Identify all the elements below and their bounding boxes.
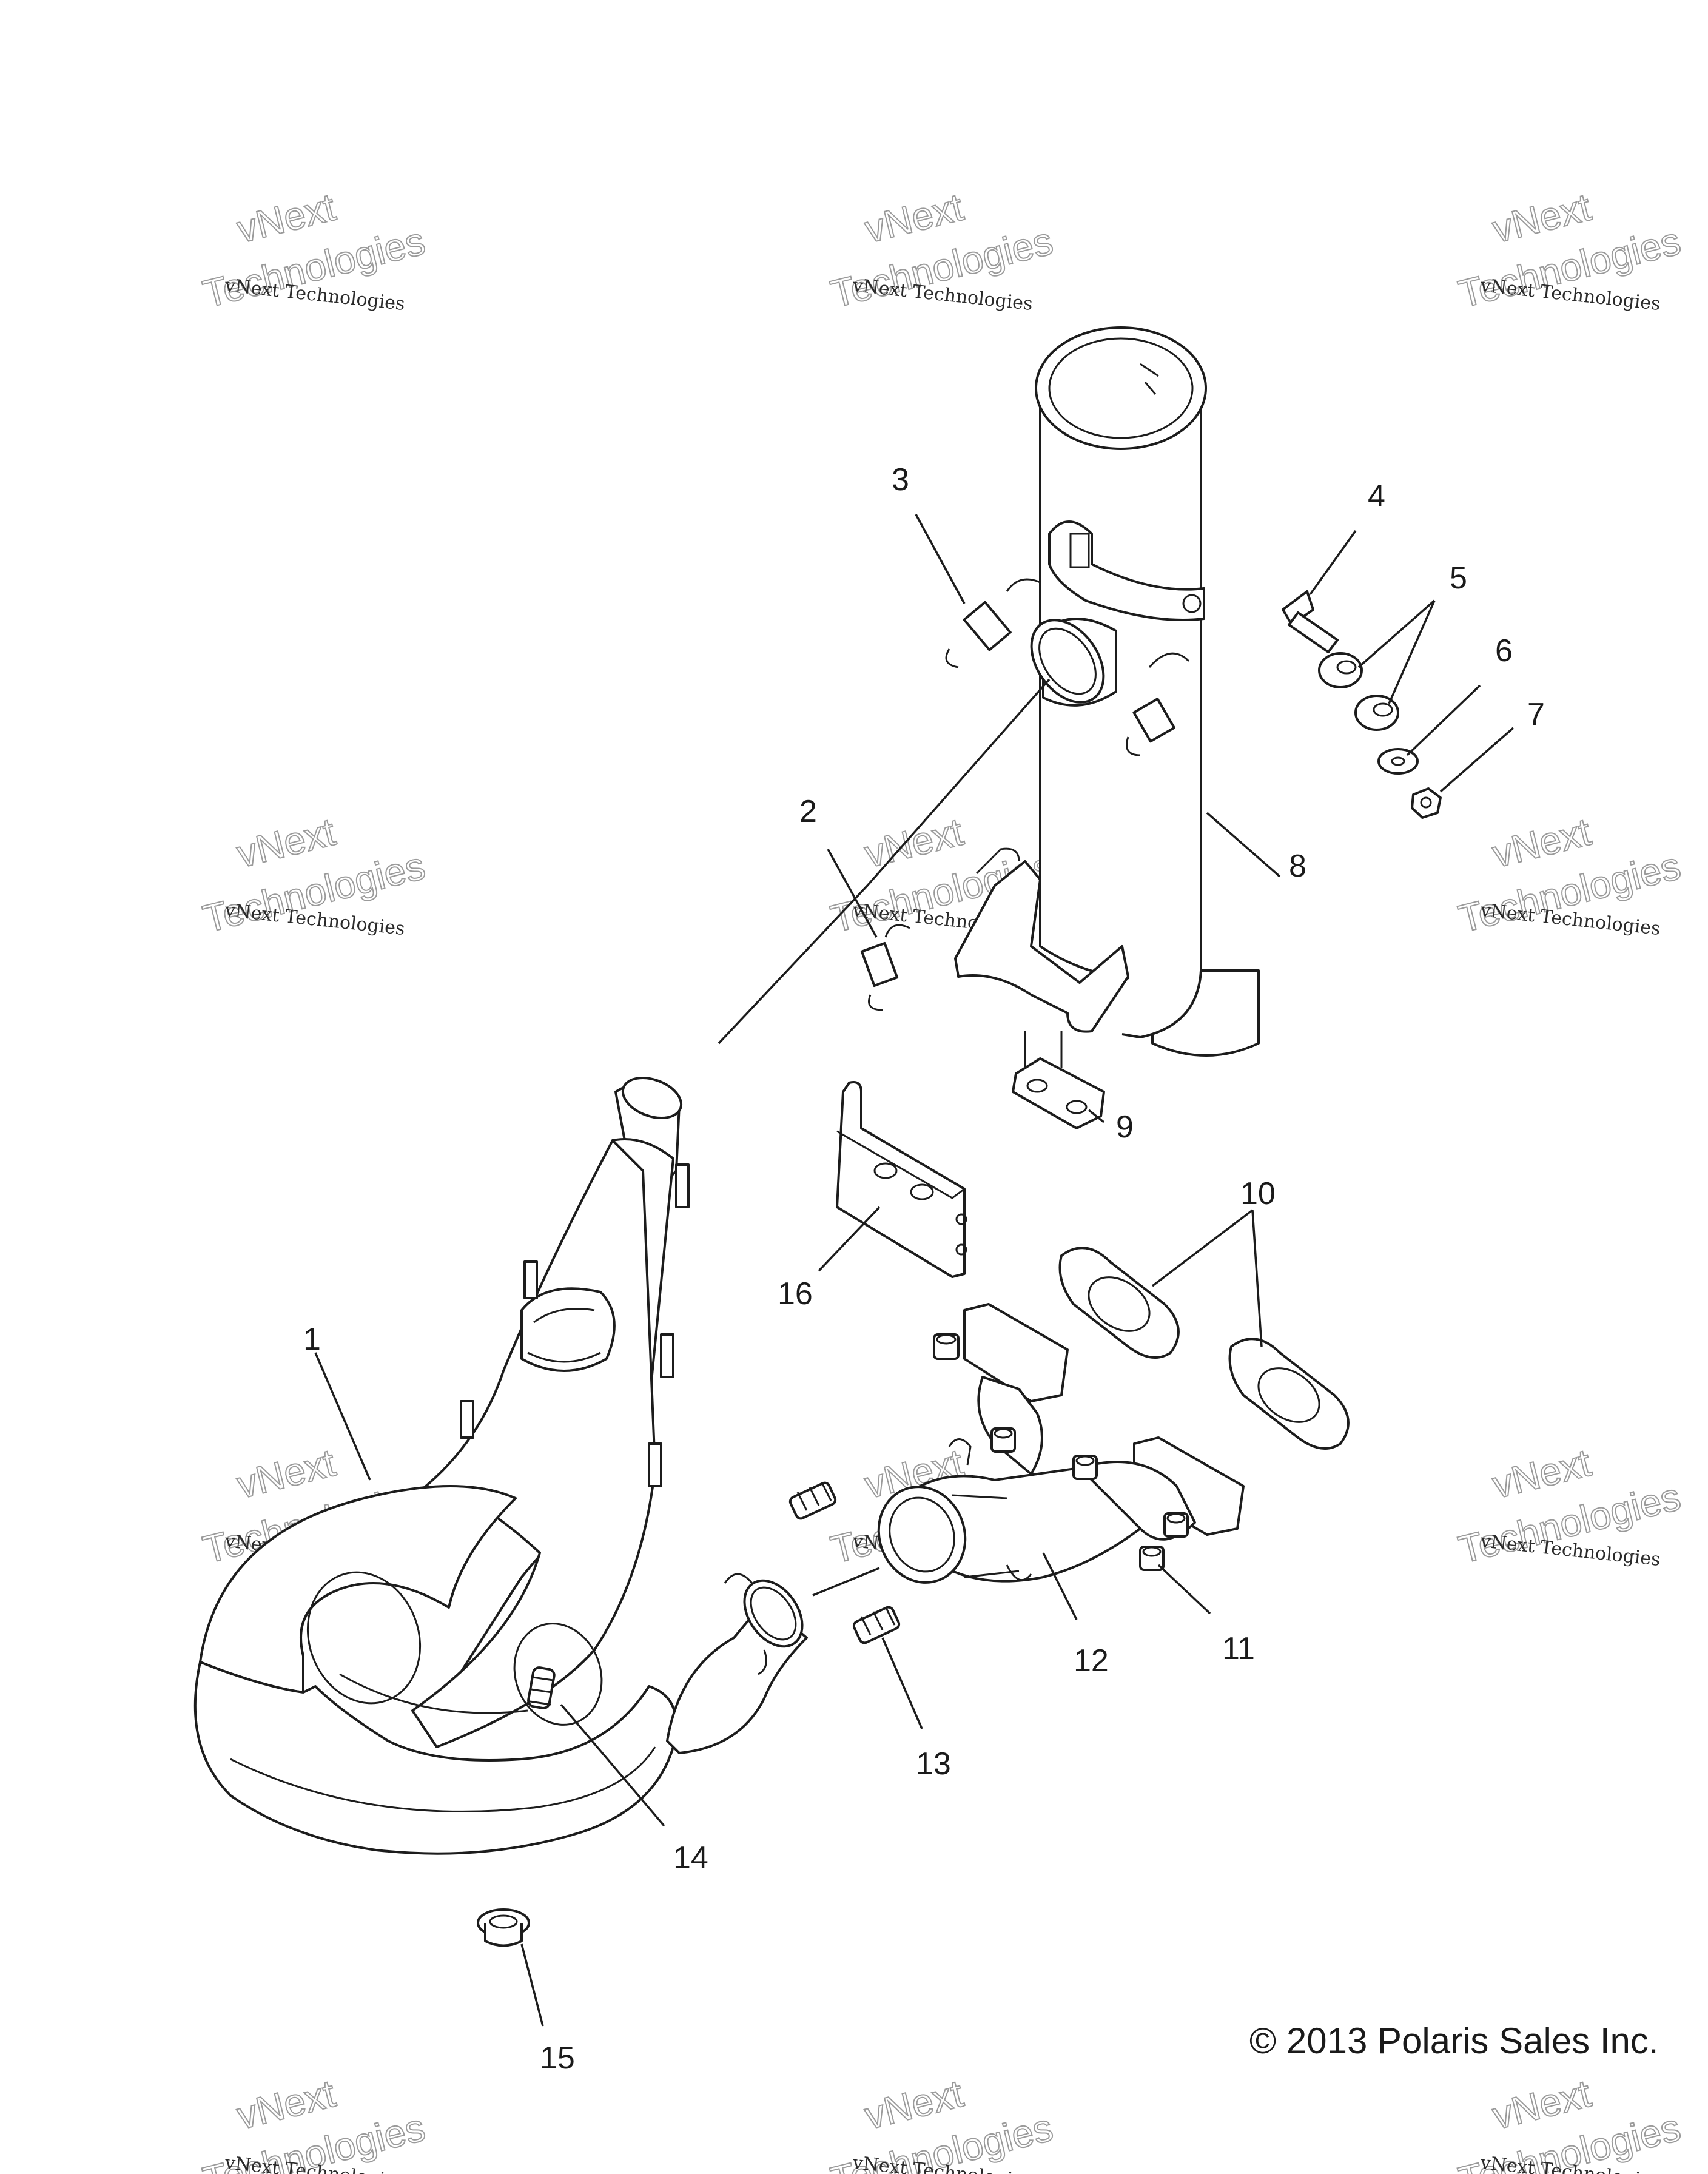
expansion-pipe-part-1	[193, 1077, 808, 1855]
plug-part-15	[477, 1908, 530, 1947]
svg-text:vNext: vNext	[233, 1441, 340, 1507]
callout-9: 9	[1116, 1109, 1134, 1145]
svg-text:vNext: vNext	[861, 810, 967, 876]
svg-text:vNext: vNext	[861, 185, 967, 251]
svg-text:vNext: vNext	[861, 2071, 967, 2138]
y-pipe-part-12	[877, 1303, 1245, 1584]
watermark: vNext Technologies	[1454, 2071, 1686, 2174]
nut-part-7	[1411, 787, 1442, 819]
spring-part-3	[945, 578, 1041, 668]
callout-7: 7	[1527, 697, 1545, 732]
leader-lines	[314, 514, 1515, 2027]
spring-part-2	[860, 924, 910, 1011]
callout-1: 1	[303, 1322, 321, 1357]
callout-2: 2	[799, 794, 817, 829]
watermarks: vNext Technologies vNext Technologies vN…	[198, 184, 1686, 2174]
callout-15: 15	[540, 2041, 575, 2076]
callout-8: 8	[1289, 849, 1306, 884]
callout-6: 6	[1495, 633, 1513, 668]
svg-text:vNext: vNext	[1488, 185, 1595, 251]
callout-14: 14	[673, 1840, 708, 1876]
bolt-part-4	[1282, 590, 1339, 653]
callout-11: 11	[1222, 1631, 1255, 1666]
callout-13: 13	[916, 1746, 951, 1782]
callout-5: 5	[1450, 560, 1467, 596]
copyright-notice: © 2013 Polaris Sales Inc.	[1249, 2021, 1659, 2061]
washer-part-6	[1377, 748, 1419, 775]
svg-text:vNext: vNext	[233, 2071, 340, 2138]
bracket-part-16	[836, 1081, 967, 1278]
callout-10: 10	[1240, 1176, 1276, 1211]
svg-text:vNext: vNext	[233, 185, 340, 251]
gasket-part-10	[1058, 1247, 1350, 1450]
svg-text:vNext: vNext	[233, 810, 340, 876]
callout-3: 3	[892, 462, 909, 497]
grommet-part-5	[1318, 652, 1399, 731]
plate-part-9	[1012, 1057, 1105, 1129]
callout-12: 12	[1074, 1643, 1109, 1678]
svg-text:vNext: vNext	[1488, 810, 1595, 876]
springs-part-13	[788, 1481, 901, 1644]
callouts: 1 2 3 4 5 6 7 8 9 10 11 12 13 14 15 16	[303, 462, 1545, 2076]
callout-16: 16	[778, 1276, 813, 1311]
muffler-part-8	[954, 326, 1260, 1068]
svg-text:vNext: vNext	[1488, 2071, 1595, 2138]
svg-text:vNext: vNext	[1488, 1441, 1595, 1507]
watermark: vNext Technologies	[826, 2071, 1058, 2174]
bolts-part-11	[933, 1333, 1189, 1571]
callout-4: 4	[1368, 479, 1385, 514]
spring-part-14	[527, 1666, 556, 1710]
watermark: vNext Technologies	[198, 2071, 430, 2174]
